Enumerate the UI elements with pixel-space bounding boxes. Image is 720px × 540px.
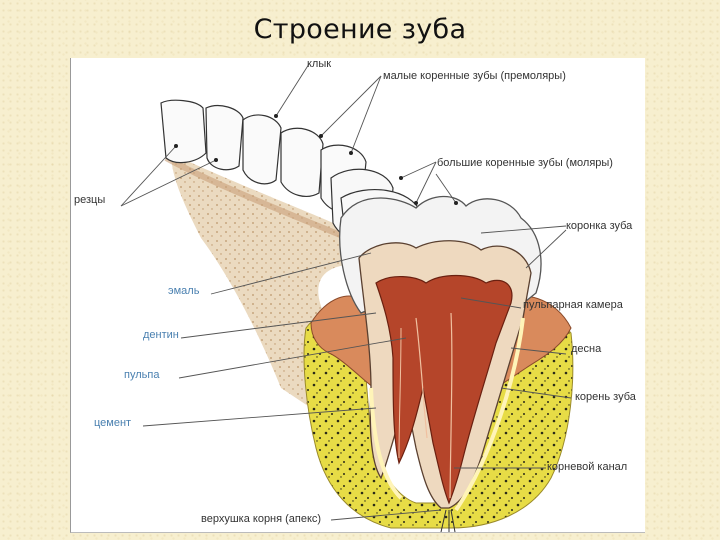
leader-lines — [120, 63, 572, 521]
fang-shape — [242, 114, 282, 185]
jaw-ridge — [171, 153, 381, 408]
label-molars: большие коренные зубы (моляры) — [437, 157, 613, 169]
label-dentin: дентин — [143, 329, 179, 341]
incisor-2-shape — [205, 105, 244, 171]
label-root-canal: корневой канал — [547, 461, 628, 473]
label-pulp: пульпа — [124, 369, 160, 381]
premolar-1-shape — [280, 127, 324, 197]
tooth-illustration — [120, 63, 574, 532]
label-fang: клык — [307, 58, 332, 70]
label-cement: цемент — [94, 417, 132, 429]
label-gum: десна — [571, 343, 602, 355]
tooth-diagram: клык малые коренные зубы (премоляры) бол… — [70, 58, 645, 533]
label-pulp-chamber: пульпарная камера — [523, 299, 623, 311]
label-root: корень зуба — [575, 391, 636, 403]
pulp-chamber — [375, 274, 513, 505]
cement-layer — [369, 387, 403, 500]
label-incisors: резцы — [74, 194, 106, 206]
slide-title: Строение зуба — [253, 14, 467, 45]
label-apex: верхушка корня (апекс) — [201, 513, 322, 525]
label-crown: коронка зуба — [566, 220, 633, 232]
label-premolars: малые коренные зубы (премоляры) — [383, 70, 566, 82]
label-enamel: эмаль — [168, 285, 200, 297]
incisor-1-shape — [160, 99, 207, 164]
